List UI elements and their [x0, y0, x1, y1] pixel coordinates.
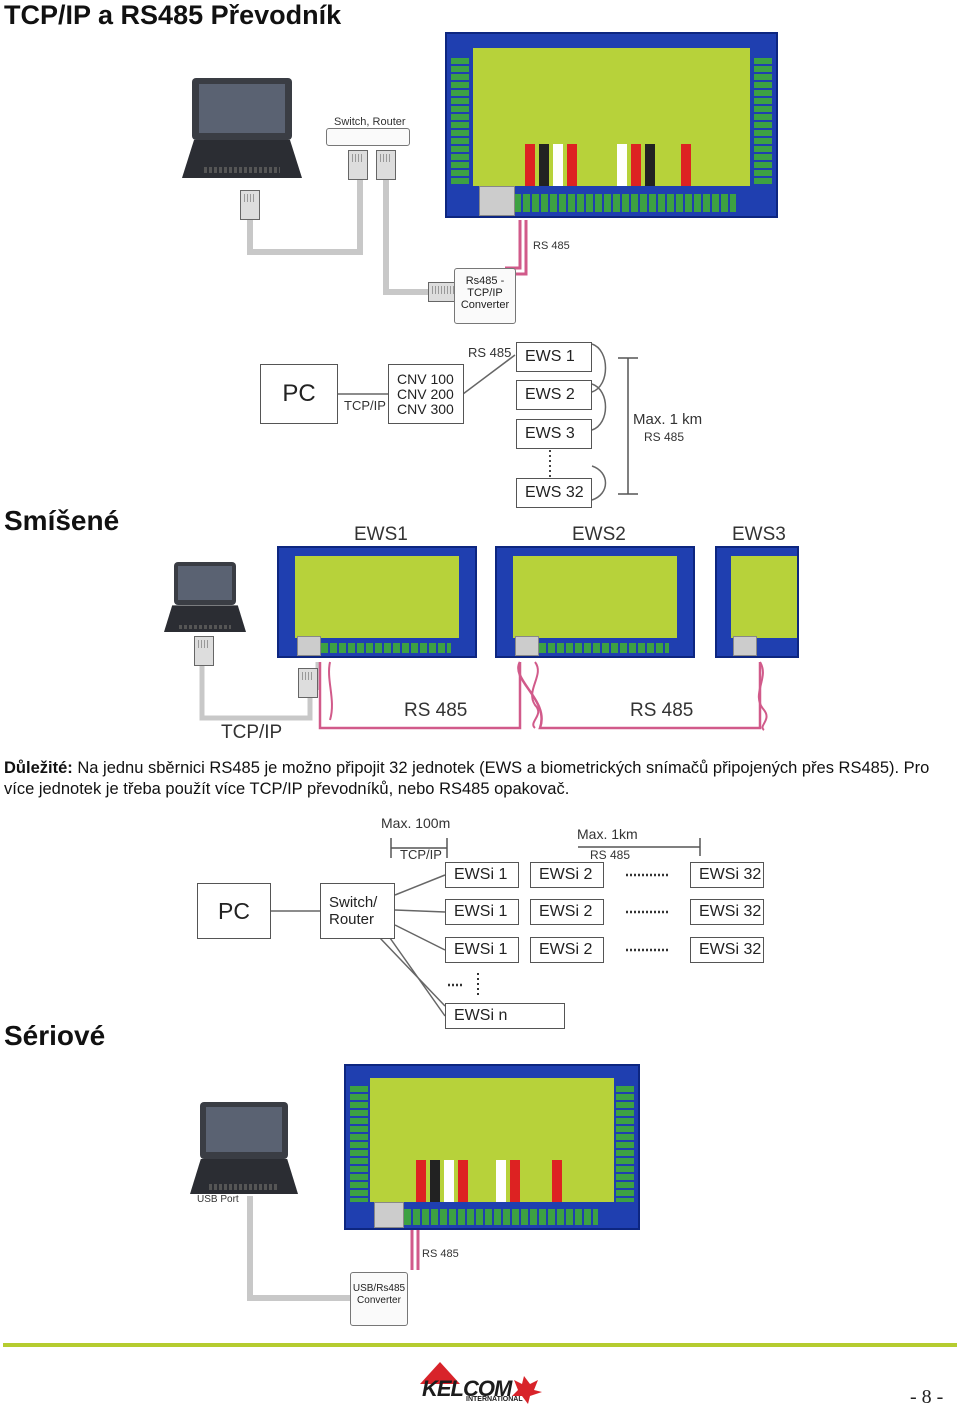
laptop-icon — [182, 78, 302, 178]
pc-box: PC — [197, 883, 271, 939]
cnv-item: CNV 100 — [397, 370, 454, 387]
ewsi-box: EWSi 32 — [690, 862, 764, 888]
ews-board-image — [344, 1064, 640, 1230]
switch-label: Switch, Router — [334, 116, 406, 128]
rs485-label: RS 485 — [533, 240, 570, 252]
ews-box: EWS 1 — [516, 342, 592, 372]
tcpip-label: TCP/IP — [400, 847, 442, 862]
ews-box: EWS 32 — [516, 478, 592, 508]
max-distance-label: Max. 1 km — [633, 411, 703, 428]
rj45-plug-icon — [240, 190, 260, 220]
ewsi-box: EWSi 2 — [530, 862, 604, 888]
ewsi-box: EWSi 32 — [690, 899, 764, 925]
pc-box: PC — [260, 364, 338, 424]
rj45-plug-icon — [348, 150, 368, 180]
board-label: EWS3 — [732, 524, 786, 545]
usb-port-label: USB Port — [197, 1194, 239, 1205]
switch-router-device — [326, 128, 410, 146]
page-number: - 8 - — [910, 1386, 944, 1408]
max-distance-sub: RS 485 — [644, 430, 685, 444]
rs485-label: RS 485 — [468, 345, 512, 360]
logo-mark-icon — [420, 1362, 542, 1404]
converter-device: Rs485 - TCP/IP Converter — [454, 268, 516, 324]
ewsi-box: EWSi 32 — [690, 937, 764, 963]
rj45-plug-icon — [298, 668, 318, 698]
max-100m-label: Max. 100m — [381, 815, 451, 831]
switch-router-box: Switch/ Router — [320, 883, 395, 939]
rs485-label: RS 485 — [422, 1248, 459, 1260]
section-serial-heading: Sériové — [4, 1020, 106, 1051]
logo-text: KELCOM — [422, 1376, 512, 1401]
cnv-item: CNV 300 — [397, 400, 454, 417]
usb-converter-device: USB/Rs485 Converter — [350, 1272, 408, 1326]
max-1km-label: Max. 1km — [577, 826, 638, 842]
ews-board-image — [445, 32, 778, 218]
laptop-icon — [190, 1102, 298, 1194]
tcpip-label: TCP/IP — [221, 722, 283, 743]
ewsi-box: EWSi n — [445, 1003, 565, 1029]
rs485-label: RS 485 — [590, 848, 631, 862]
ewsi-box: EWSi 1 — [445, 862, 519, 888]
ews-box: EWS 3 — [516, 419, 592, 449]
ewsi-box: EWSi 2 — [530, 937, 604, 963]
tcpip-label: TCP/IP — [344, 398, 386, 413]
ews-board-image — [277, 546, 477, 658]
note-bold: Důležité: — [4, 759, 73, 777]
rj45-plug-icon — [376, 150, 396, 180]
section-mixed-heading: Smíšené — [4, 505, 120, 536]
ewsi-box: EWSi 1 — [445, 937, 519, 963]
rs485-label: RS 485 — [630, 700, 694, 721]
rj45-plug-icon — [194, 636, 214, 666]
footer-rule — [3, 1343, 957, 1347]
cnv-item: CNV 200 — [397, 385, 454, 402]
ews-box: EWS 2 — [516, 380, 592, 410]
page-title: TCP/IP a RS485 Převodník — [4, 0, 342, 30]
ewsi-box: EWSi 2 — [530, 899, 604, 925]
note-text: Na jednu sběrnici RS485 je možno připoji… — [4, 759, 930, 798]
rs485-label: RS 485 — [404, 700, 468, 721]
kelcom-logo: KELCOM INTERNATIONAL — [420, 1362, 542, 1404]
ewsi-box: EWSi 1 — [445, 899, 519, 925]
cnv-box: CNV 100 CNV 200 CNV 300 — [388, 364, 464, 424]
ews-board-image — [495, 546, 695, 658]
ews-board-image — [715, 546, 799, 658]
board-label: EWS1 — [354, 524, 408, 545]
board-label: EWS2 — [572, 524, 626, 545]
logo-subtext: INTERNATIONAL — [466, 1396, 523, 1403]
important-note: Důležité: Na jednu sběrnici RS485 je mož… — [4, 758, 954, 800]
laptop-icon — [164, 562, 246, 632]
